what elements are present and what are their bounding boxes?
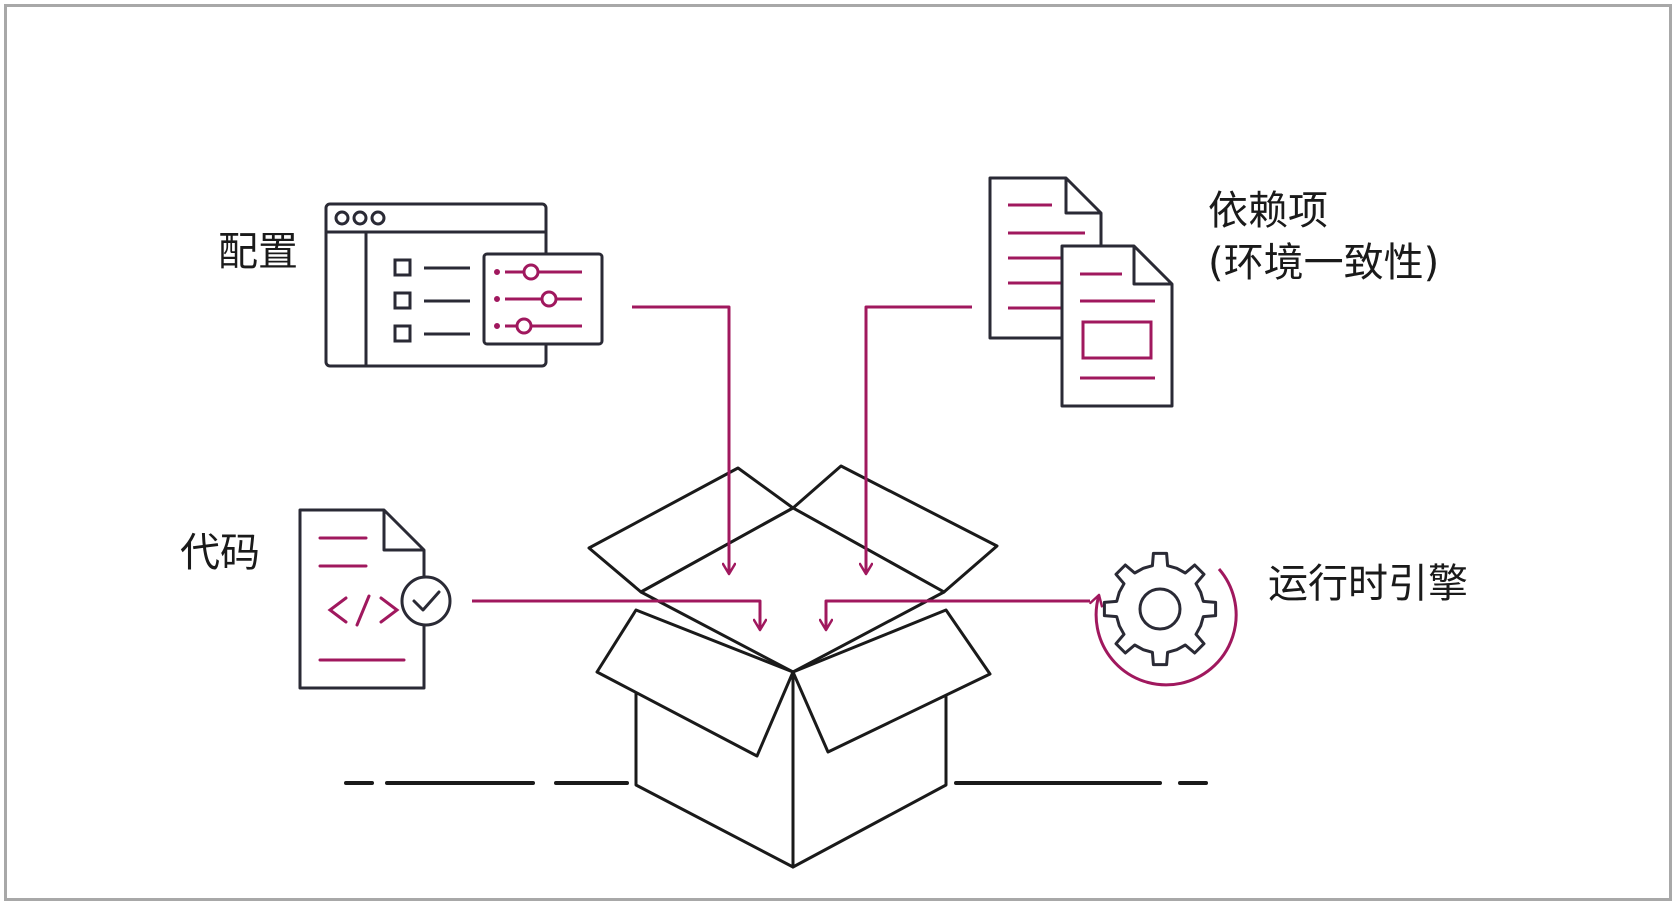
code-file-icon [298, 508, 452, 690]
arrow-runtime-to-box [826, 599, 1090, 630]
dependencies-label-line1: 依赖项 [1208, 188, 1328, 234]
dependencies-label-line2: (环境一致性) [1208, 240, 1440, 286]
open-box [587, 464, 999, 869]
config-window-icon [324, 202, 604, 368]
runtime-label: 运行时引擎 [1268, 561, 1468, 607]
documents-icon [988, 176, 1174, 408]
gear-icon [1096, 551, 1238, 687]
flow-arrows [472, 305, 1090, 630]
arrow-code-to-box [472, 599, 760, 630]
config-label: 配置 [218, 229, 298, 275]
arrow-deps-to-box [866, 305, 972, 574]
sliders-icon [494, 263, 582, 335]
code-label: 代码 [180, 530, 260, 576]
arrow-config-to-box [632, 305, 729, 574]
dependencies-label: 依赖项 (环境一致性) [1208, 185, 1439, 289]
